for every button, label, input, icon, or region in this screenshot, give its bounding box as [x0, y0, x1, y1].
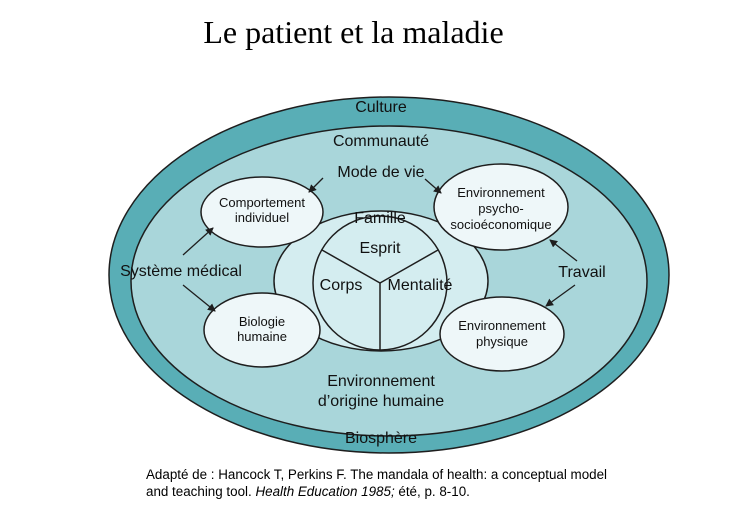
- physique-label-line-1: Environnement: [458, 318, 546, 333]
- psycho-label-line-3: socioéconomique: [450, 217, 551, 232]
- famille-label: Famille: [354, 210, 406, 227]
- arrow-systeme-to-biologie: [182, 284, 216, 312]
- core-divider-right: [379, 249, 439, 284]
- biosphere-label: Biosphère: [345, 430, 417, 447]
- biologie-label-line-1: Biologie: [239, 314, 285, 329]
- biologie-label-line-2: humaine: [237, 329, 287, 344]
- citation-prefix: Adapté de : Hancock T, Perkins F. The ma…: [146, 467, 608, 499]
- citation: Adapté de : Hancock T, Perkins F. The ma…: [146, 466, 626, 500]
- arrow-travail-to-psycho: [549, 239, 578, 262]
- citation-suffix: été, p. 8-10.: [394, 484, 470, 499]
- psycho-label-line-2: psycho-: [478, 201, 524, 216]
- travail-label: Travail: [558, 264, 605, 281]
- env-humaine-label-line-1: Environnement: [327, 373, 435, 390]
- comportement-ellipse: [200, 176, 324, 248]
- core-divider-left: [321, 249, 381, 284]
- psycho-ellipse: [433, 163, 569, 251]
- physique-label-line-2: physique: [476, 334, 528, 349]
- arrow-mode-to-comportement: [308, 177, 324, 193]
- systeme-medical-label: Système médical: [120, 263, 242, 280]
- comportement-label-line-2: individuel: [235, 210, 289, 225]
- arrow-systeme-to-comportement: [182, 227, 214, 256]
- esprit-label: Esprit: [360, 240, 401, 257]
- arrow-travail-to-physique: [545, 284, 576, 307]
- psycho-label-line-1: Environnement: [457, 185, 545, 200]
- slide-title: Le patient et la maladie: [203, 14, 504, 50]
- physique-ellipse: [439, 296, 565, 372]
- citation-journal: Health Education 1985;: [255, 484, 395, 499]
- biologie-ellipse: [203, 292, 321, 368]
- communaute-label: Communauté: [333, 133, 429, 150]
- env-humaine-label-line-2: d’origine humaine: [318, 393, 444, 410]
- corps-label: Corps: [320, 277, 363, 294]
- comportement-label-line-1: Comportement: [219, 195, 305, 210]
- mode-de-vie-label: Mode de vie: [337, 164, 424, 181]
- arrow-mode-to-psycho: [424, 178, 442, 194]
- culture-label: Culture: [355, 99, 407, 116]
- mentalite-label: Mentalité: [388, 277, 453, 294]
